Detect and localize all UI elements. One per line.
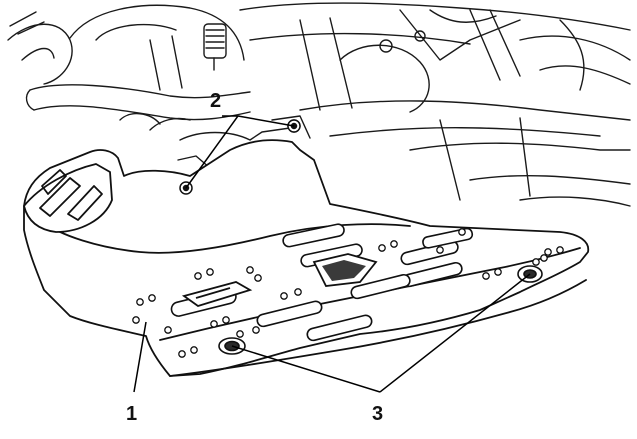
leader-lines — [133, 115, 531, 393]
callout-1-label: 1 — [126, 403, 137, 425]
callout-3-label: 3 — [372, 403, 383, 425]
leader-line-3 — [231, 273, 531, 393]
callout-2-label: 2 — [210, 90, 221, 112]
leader-line-1 — [133, 321, 147, 393]
screw-3-left — [218, 337, 246, 355]
leader-line-2 — [185, 115, 295, 189]
center-recess — [181, 253, 378, 307]
plate-holes — [132, 228, 564, 358]
engine-background — [7, 2, 631, 207]
